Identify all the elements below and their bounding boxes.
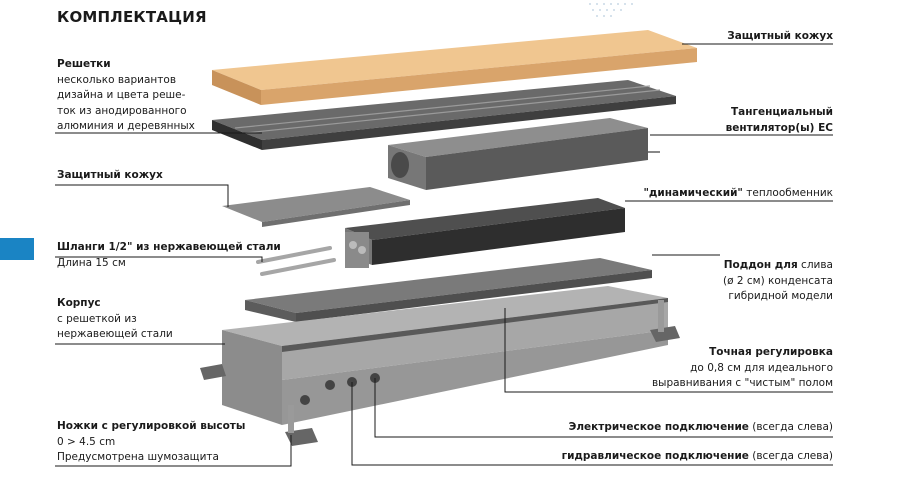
heat-exchanger-label: "динамический" теплообменник [643, 186, 833, 202]
page-title: КОМПЛЕКТАЦИЯ [57, 8, 207, 26]
tray-label: Поддон для слива (ø 2 см) конденсата гиб… [723, 258, 833, 305]
tangential-fan-illustration [388, 118, 660, 190]
fan-label: Тангенциальный вентилятор(ы) ЕС [726, 105, 833, 136]
body-desc-1: с решеткой из [57, 312, 137, 325]
fan-title-1: Тангенциальный [730, 106, 833, 118]
electric-rest: (всегда слева) [748, 421, 833, 433]
hoses-length: Длина 15 см [57, 256, 126, 269]
feet-range: 0 > 4.5 cm [57, 435, 116, 448]
hx-rest: теплообменник [742, 187, 833, 199]
hydraulic-label: гидравлическое подключение (всегда слева… [562, 449, 833, 465]
hoses-title: Шланги 1/2" из нержавеющей стали [57, 241, 281, 253]
cover-left-label: Защитный кожух [57, 168, 163, 184]
tray-desc-2: (ø 2 см) конденсата [723, 274, 833, 287]
hydraulic-rest: (всегда слева) [748, 450, 833, 462]
decorative-dot-pattern [589, 3, 633, 17]
adjust-label: Точная регулировка до 0,8 см для идеальн… [652, 345, 833, 392]
grilles-desc-2: дизайна и цвета реше- [57, 89, 186, 101]
feet-label: Ножки с регулировкой высоты 0 > 4.5 cm П… [57, 419, 245, 466]
cover-right-label: Защитный кожух [727, 29, 833, 45]
section-tab-marker [0, 238, 34, 260]
hoses-label: Шланги 1/2" из нержавеющей стали Длина 1… [57, 240, 281, 271]
hydraulic-bold: гидравлическое подключение [561, 450, 749, 462]
condensate-tray-illustration [245, 258, 652, 322]
grilles-desc-1: несколько вариантов [57, 73, 177, 86]
tray-bold: Поддон для [723, 259, 798, 271]
tray-desc-3: гибридной модели [728, 290, 833, 302]
electric-label: Электрическое подключение (всегда слева) [569, 420, 833, 436]
adjustable-feet-illustration [200, 300, 680, 446]
grilles-desc-4: алюминия и деревянных [57, 120, 195, 132]
grilles-desc-3: ток из анодированного [57, 104, 187, 117]
electric-bold: Электрическое подключение [568, 421, 749, 433]
body-title: Корпус [57, 297, 101, 309]
adjust-title: Точная регулировка [709, 346, 833, 358]
housing-body-illustration [222, 286, 668, 425]
aluminium-grille-illustration [212, 80, 676, 150]
feet-noise: Предусмотрена шумозащита [57, 451, 219, 463]
hoses-illustration [256, 246, 336, 276]
adjust-desc-1: до 0,8 см для идеального [690, 361, 833, 374]
cover-left-title: Защитный кожух [57, 169, 163, 181]
grilles-title: Решетки [57, 58, 111, 70]
hx-quote: "динамический" [643, 187, 743, 199]
wooden-grille-illustration [212, 30, 697, 105]
grilles-label: Решетки несколько вариантов дизайна и цв… [57, 57, 195, 135]
fan-title-2: вентилятор(ы) ЕС [725, 121, 833, 134]
body-label: Корпус с решеткой из нержавеющей стали [57, 296, 173, 343]
adjust-desc-2: выравнивания с "чистым" полом [651, 377, 833, 389]
feet-title: Ножки с регулировкой высоты [57, 420, 246, 432]
protective-cover-illustration [222, 187, 410, 227]
tray-rest: слива [797, 259, 833, 271]
body-desc-2: нержавеющей стали [57, 328, 173, 340]
cover-right-title: Защитный кожух [727, 30, 833, 42]
heat-exchanger-illustration [345, 198, 625, 268]
